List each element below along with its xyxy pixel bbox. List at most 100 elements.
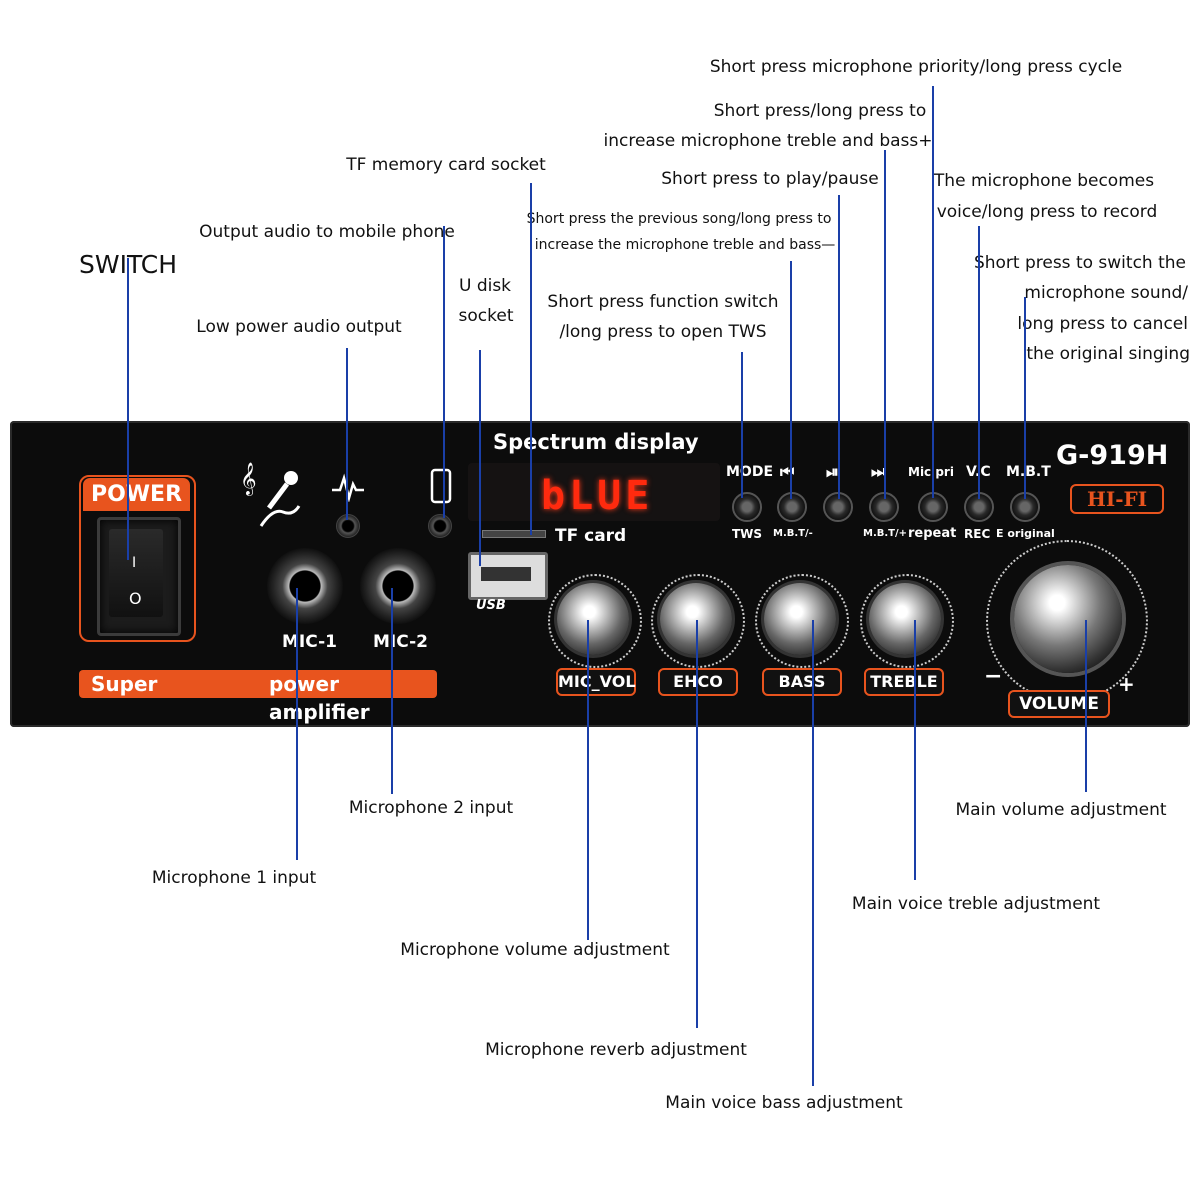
callout-function-switch-line2: /long press to open TWS xyxy=(559,322,767,342)
callout-previous-song-line1: Short press the previous song/long press… xyxy=(526,211,832,227)
mic-vol-knob[interactable] xyxy=(557,583,629,655)
voice-record-leader-line xyxy=(978,226,980,499)
usb-port-opening xyxy=(481,567,531,581)
callout-main-voice-bass: Main voice bass adjustment xyxy=(665,1093,903,1113)
callout-low-power-output: Low power audio output xyxy=(196,317,402,337)
bass-tick-ring xyxy=(755,574,849,668)
callout-voice-record-line2: voice/long press to record xyxy=(936,202,1158,222)
power-amplifier-label: power amplifier xyxy=(269,672,370,724)
spectrum-display: bLUE xyxy=(468,463,720,521)
echo-label: EHCO xyxy=(658,668,738,696)
treble-knob[interactable] xyxy=(869,583,941,655)
mic-priority-leader-line xyxy=(932,86,934,498)
main-volume-leader-line xyxy=(1085,620,1087,792)
model-label: G-919H xyxy=(1056,440,1169,471)
switch-off-mark: O xyxy=(129,589,142,608)
volume-plus: + xyxy=(1118,672,1135,696)
treble-label: TREBLE xyxy=(864,668,944,696)
u-disk-leader-line xyxy=(479,350,481,566)
volume-label: VOLUME xyxy=(1008,690,1110,718)
mic-vol-label: MIC_VOL xyxy=(556,668,636,696)
cancel-original-leader-line xyxy=(1024,297,1026,499)
mic-2-jack[interactable] xyxy=(360,548,436,624)
volume-minus: − xyxy=(984,664,1003,689)
spectrum-display-label: Spectrum display xyxy=(493,430,699,454)
mic-volume-leader-line xyxy=(587,620,589,940)
repeat-label: repeat xyxy=(908,526,957,541)
hifi-badge: HI-FI xyxy=(1070,484,1164,514)
previous-button[interactable] xyxy=(777,492,807,522)
treble-tick-ring xyxy=(860,574,954,668)
previous-icon: ⏮ xyxy=(780,462,795,481)
e-original-label: E original xyxy=(996,527,1055,540)
mbt-minus-label: M.B.T/- xyxy=(773,528,813,539)
echo-tick-ring xyxy=(651,574,745,668)
next-song-leader-line xyxy=(884,150,886,499)
main-treble-leader-line xyxy=(914,620,916,880)
music-note-icon: 𝄞 xyxy=(240,462,257,495)
display-text: bLUE xyxy=(541,473,654,519)
mic-2-label: MIC-2 xyxy=(373,632,428,652)
function-switch-leader-line xyxy=(741,352,743,498)
tf-card-label: TF card xyxy=(555,526,627,546)
usb-label: USB xyxy=(476,598,506,613)
callout-microphone-1-input: Microphone 1 input xyxy=(151,868,317,888)
usb-port[interactable] xyxy=(468,552,548,600)
power-section xyxy=(79,475,196,642)
tws-label: TWS xyxy=(732,527,763,541)
callout-previous-song-line2: increase the microphone treble and bass— xyxy=(534,237,836,253)
switch-on-mark: I xyxy=(132,555,137,571)
callout-output-to-mobile: Output audio to mobile phone xyxy=(199,222,455,242)
volume-knob[interactable] xyxy=(1014,565,1122,673)
callout-tf-memory-card: TF memory card socket xyxy=(346,155,546,175)
callout-microphone-2-input: Microphone 2 input xyxy=(348,798,514,818)
power-switch[interactable]: I O xyxy=(97,517,181,636)
callout-cancel-original-line1: Short press to switch the xyxy=(973,253,1186,273)
callout-next-song-line2: increase microphone treble and bass+ xyxy=(603,131,933,151)
audio-wave-icon xyxy=(332,473,364,502)
callout-voice-record-line1: The microphone becomes xyxy=(933,171,1155,191)
rec-label: REC xyxy=(964,527,991,541)
callout-mic-priority: Short press microphone priority/long pre… xyxy=(709,57,1123,77)
callout-u-disk-line2: socket xyxy=(458,306,514,326)
play-pause-icon: ⏯ xyxy=(826,462,839,481)
mode-button-label: MODE xyxy=(726,464,774,480)
switch-leader-line xyxy=(127,258,129,560)
mobile-phone-icon xyxy=(430,468,452,504)
mic-1-leader-line xyxy=(296,588,298,860)
bass-knob[interactable] xyxy=(764,583,836,655)
callout-next-song-line1: Short press/long press to xyxy=(713,101,927,121)
next-icon: ⏭ xyxy=(871,462,886,481)
mbt-button-label: M.B.T xyxy=(1006,464,1051,480)
tf-card-slot[interactable] xyxy=(482,530,546,538)
callout-play-pause: Short press to play/pause xyxy=(661,169,879,189)
main-bass-leader-line xyxy=(812,620,814,1086)
mic-1-label: MIC-1 xyxy=(282,632,337,652)
previous-song-leader-line xyxy=(790,261,792,499)
mic-priority-button-label: Mic pri xyxy=(908,465,954,479)
power-label: POWER xyxy=(83,478,190,511)
callout-cancel-original-line4: the original singing xyxy=(1026,344,1190,364)
mic-vol-tick-ring xyxy=(548,574,642,668)
mode-button[interactable] xyxy=(732,492,762,522)
play-pause-leader-line xyxy=(838,195,840,499)
mic-reverb-leader-line xyxy=(696,620,698,1028)
callout-cancel-original-line3: long press to cancel xyxy=(1017,314,1188,334)
mbt-plus-label: M.B.T/+ xyxy=(863,528,908,539)
super-label: Super xyxy=(91,672,158,696)
mic-2-leader-line xyxy=(391,588,393,794)
mobile-output-leader-line xyxy=(443,226,445,518)
callout-microphone-reverb: Microphone reverb adjustment xyxy=(485,1040,747,1060)
low-power-audio-jack[interactable] xyxy=(336,514,360,538)
microphone-singer-icon xyxy=(259,471,301,527)
callout-u-disk-line1: U disk xyxy=(458,276,512,296)
callout-function-switch-line1: Short press function switch xyxy=(547,292,779,312)
mobile-output-jack[interactable] xyxy=(428,514,452,538)
callout-main-voice-treble: Main voice treble adjustment xyxy=(851,894,1101,914)
callout-cancel-original-line2: microphone sound/ xyxy=(1024,283,1188,303)
super-power-amplifier-bar: Super power amplifier xyxy=(79,670,437,724)
callout-microphone-volume: Microphone volume adjustment xyxy=(400,940,670,960)
low-power-output-leader-line xyxy=(346,348,348,520)
switch-rocker: I O xyxy=(109,529,163,617)
mic-1-jack[interactable] xyxy=(267,548,343,624)
